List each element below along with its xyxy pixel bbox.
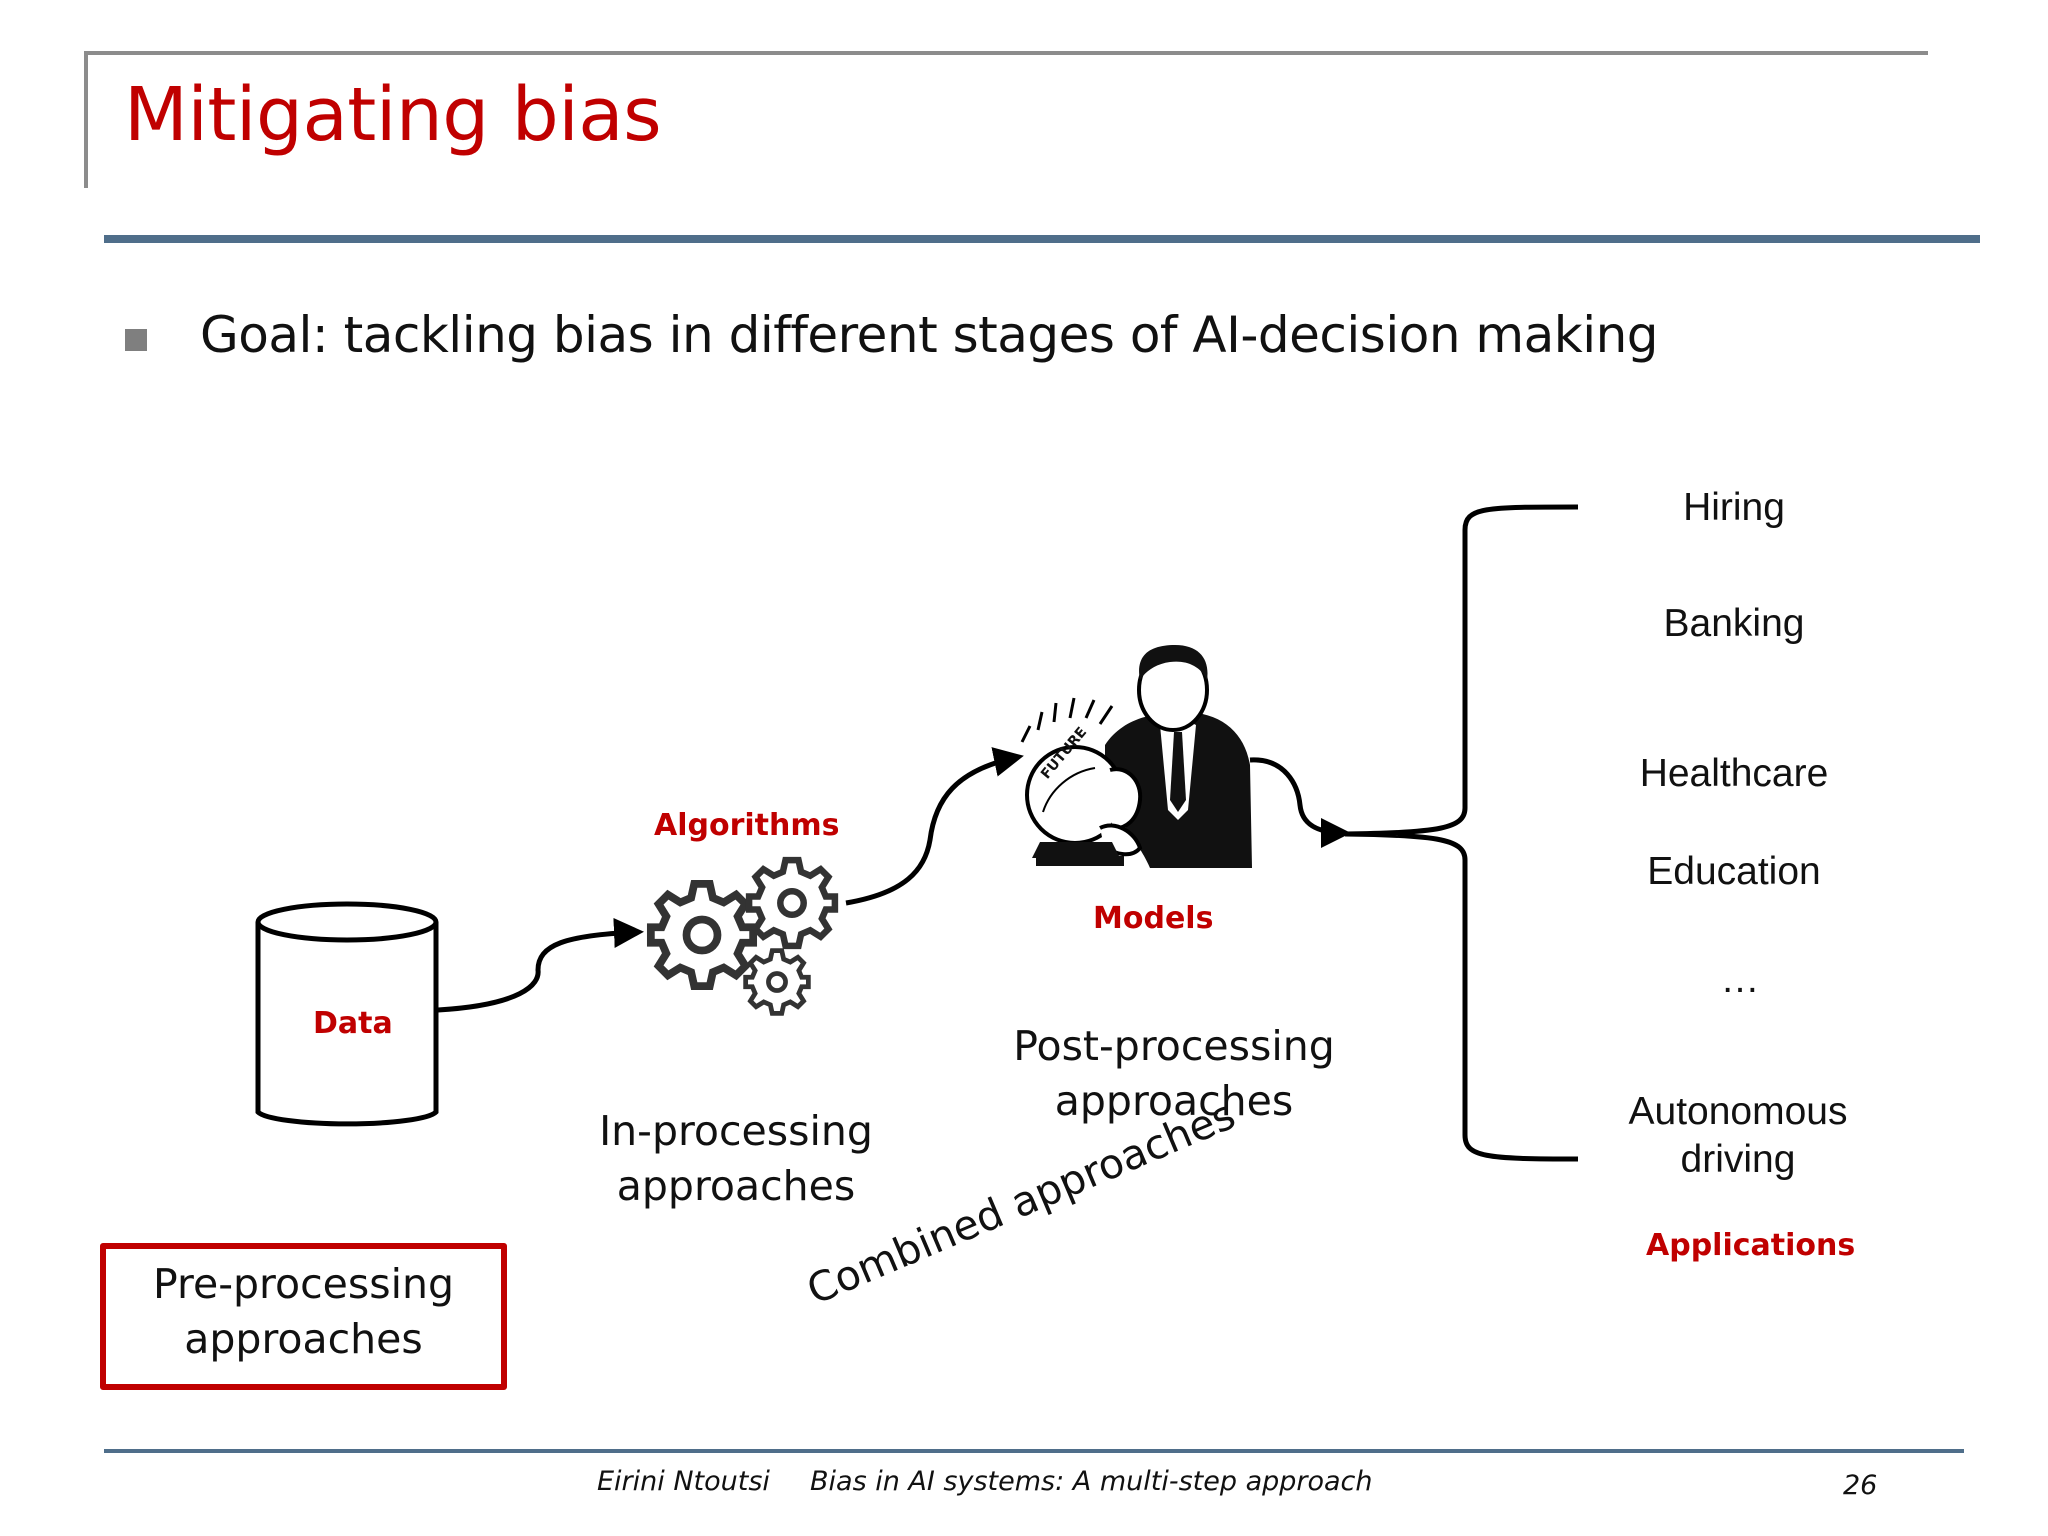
title-frame [84,51,1928,188]
arrow-models-to-applications [1249,757,1351,848]
arrow-data-to-algorithms [437,918,644,1013]
inprocessing-line-1: In-processing [599,1107,873,1155]
postprocessing-line-1: Post-processing [1013,1022,1335,1070]
applications-brace [1344,504,1579,1162]
app-ellipsis: … [1720,958,1760,1001]
database-icon [255,901,439,1127]
data-label: Data [313,1006,393,1041]
app-education: Education [1647,850,1821,893]
gears-icon [651,860,835,1013]
app-autonomous-line-1: Autonomous [1628,1090,1848,1133]
preprocessing-approaches: Pre-processing approaches [100,1257,507,1367]
algorithms-label: Algorithms [654,808,840,843]
app-hiring: Hiring [1683,486,1785,529]
app-autonomous-driving: Autonomous driving [1578,1088,1898,1184]
arrow-algorithms-to-models [845,747,1024,906]
models-label: Models [1093,901,1214,936]
preprocessing-line-1: Pre-processing [153,1260,454,1308]
preprocessing-line-2: approaches [184,1315,423,1363]
page-number: 26 [1843,1470,1878,1501]
app-autonomous-line-2: driving [1680,1138,1796,1181]
postprocessing-line-2: approaches [1054,1077,1294,1125]
preprocessing-highlight-box [100,1243,507,1390]
app-banking: Banking [1663,602,1805,645]
slide-title: Mitigating bias [124,72,662,158]
inprocessing-approaches: In-processing approaches [556,1104,916,1214]
bullet-square-icon [125,329,147,351]
postprocessing-approaches: Post-processing approaches [994,1019,1354,1129]
applications-label: Applications [1646,1228,1856,1263]
goal-text: Goal: tackling bias in different stages … [200,306,1659,364]
app-healthcare: Healthcare [1639,752,1829,795]
fortune-teller-icon [1020,645,1252,868]
footer-talk-title: Bias in AI systems: A multi-step approac… [810,1466,1373,1497]
footer-author: Eirini Ntoutsi [597,1466,770,1497]
inprocessing-line-2: approaches [616,1162,856,1210]
